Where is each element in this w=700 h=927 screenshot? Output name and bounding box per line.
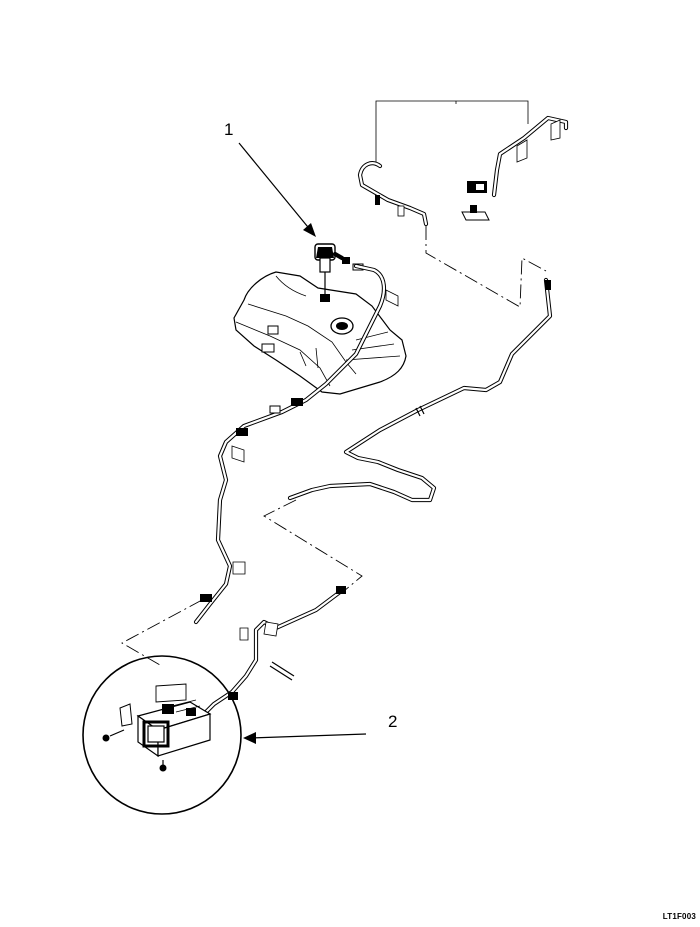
upper-right-vapor-pipe bbox=[461, 115, 569, 221]
callout-2-leader bbox=[243, 732, 367, 744]
upper-left-vapor-pipe bbox=[357, 161, 429, 227]
callout-number-1: 1 bbox=[224, 120, 234, 139]
figure-code-label: LT1F003 bbox=[662, 912, 696, 921]
vapor-line-to-canister bbox=[193, 263, 399, 625]
evap-canister bbox=[102, 683, 212, 772]
fuel-vapor-valve bbox=[314, 243, 364, 302]
canister-detail-circle bbox=[82, 655, 242, 815]
callout-1-leader bbox=[238, 142, 316, 237]
phantom-connection-lines bbox=[121, 226, 547, 666]
fuel-tank bbox=[233, 271, 407, 395]
purge-line bbox=[287, 277, 553, 503]
lower-purge-line bbox=[201, 586, 346, 717]
upper-group-bracket bbox=[375, 100, 529, 166]
callout-number-2: 2 bbox=[388, 712, 398, 731]
